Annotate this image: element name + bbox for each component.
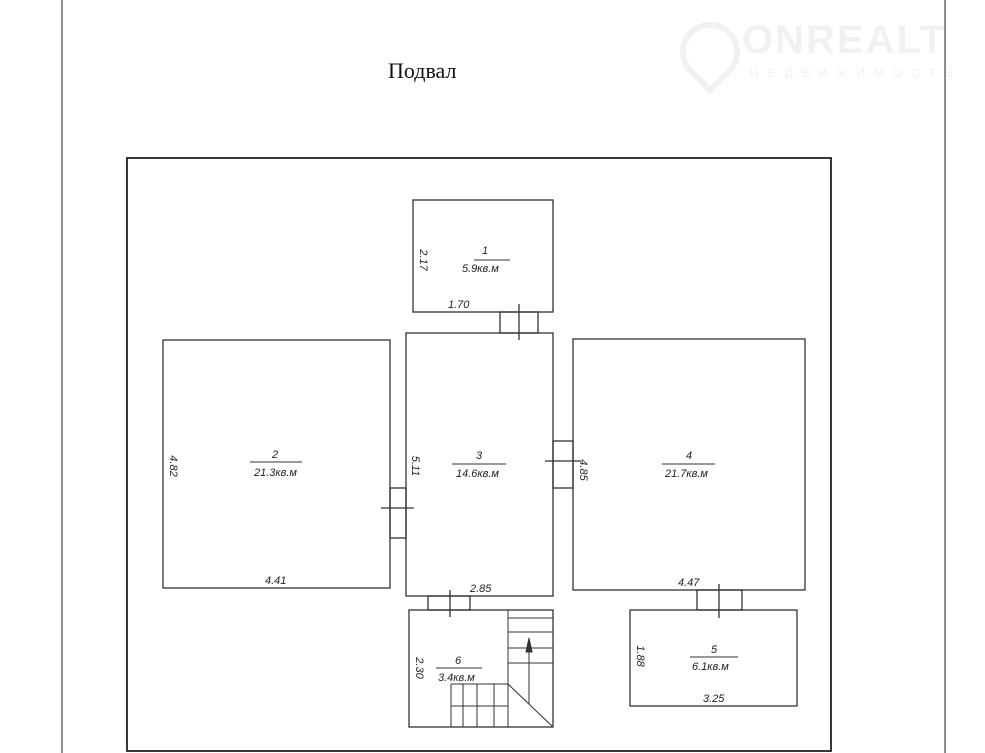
page-title: Подвал xyxy=(388,58,457,83)
room-dimension: 1.88 xyxy=(634,645,646,667)
room-number: 6 xyxy=(455,655,462,667)
room-dimension: 4.47 xyxy=(678,577,700,589)
room-number: 3 xyxy=(476,450,483,462)
room-area: 14.6кв.м xyxy=(456,468,499,480)
room-number: 5 xyxy=(711,644,718,656)
watermark-logo: ONREALT НЕДВИЖИМОСТЬ xyxy=(667,9,962,95)
plan-frame xyxy=(126,157,832,752)
room-dimension: 4.82 xyxy=(167,455,179,476)
watermark-subtitle: НЕДВИЖИМОСТЬ xyxy=(750,66,962,80)
room-2: 2 21.3кв.м 4.82 4.41 xyxy=(162,339,391,589)
room-number: 1 xyxy=(482,245,488,257)
room-dimension: 2.30 xyxy=(413,656,425,679)
room-dimension: 1.70 xyxy=(448,299,470,311)
room-dimension: 4.85 xyxy=(577,459,589,481)
room-dimension: 5.11 xyxy=(409,456,421,477)
arrow-up-icon xyxy=(525,637,533,653)
door-4-5 xyxy=(696,584,743,618)
room-area: 6.1кв.м xyxy=(692,661,729,673)
room-dimension: 4.41 xyxy=(265,575,286,587)
room-dimension: 3.25 xyxy=(703,693,725,705)
room-5: 5 6.1кв.м 1.88 3.25 xyxy=(629,609,798,707)
room-1: 1 5.9кв.м 2.17 1.70 xyxy=(412,199,554,313)
door-3-4 xyxy=(545,440,581,489)
room-6: 6 3.4кв.м 2.30 xyxy=(408,609,554,728)
room-number: 4 xyxy=(686,450,692,462)
door-2-3 xyxy=(381,487,414,539)
door-3-6 xyxy=(427,590,471,617)
staircase xyxy=(450,610,554,728)
room-dimension: 2.85 xyxy=(469,583,492,595)
room-area: 3.4кв.м xyxy=(438,672,475,684)
room-area: 21.3кв.м xyxy=(253,467,297,479)
watermark-brand: ONREALT xyxy=(742,18,947,62)
room-dimension: 2.17 xyxy=(417,248,429,271)
room-area: 21.7кв.м xyxy=(664,468,708,480)
door-1-3 xyxy=(499,304,539,340)
room-4: 4 21.7кв.м 4.85 4.47 xyxy=(572,338,806,591)
room-area: 5.9кв.м xyxy=(462,263,499,275)
room-3: 3 14.6кв.м 5.11 2.85 xyxy=(405,332,554,597)
room-number: 2 xyxy=(271,449,278,461)
